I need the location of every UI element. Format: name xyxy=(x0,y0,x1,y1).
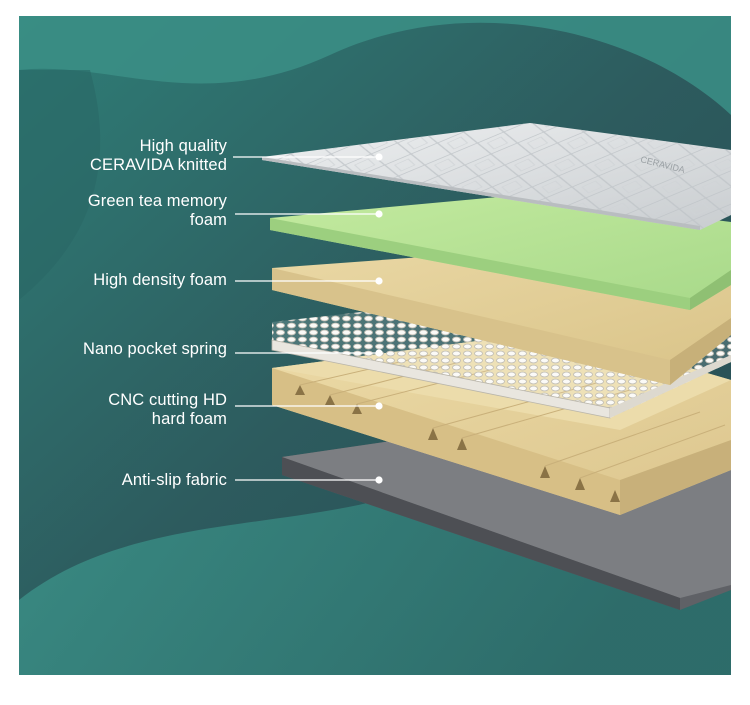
leader-dot-knit xyxy=(375,153,383,161)
green-tea-foam-layer xyxy=(270,195,731,310)
label-cnc-foam: CNC cutting HD hard foam xyxy=(108,391,227,428)
leader-dot-hd xyxy=(375,277,383,285)
leader-dot-fabric xyxy=(375,476,383,484)
leader-dot-green xyxy=(375,210,383,218)
label-pocket-spring: Nano pocket spring xyxy=(83,340,227,358)
label-anti-slip-fabric: Anti-slip fabric xyxy=(121,471,227,489)
label-knitted-cover: High quality CERAVIDA knitted xyxy=(89,137,227,174)
leader-lines xyxy=(233,153,383,484)
leader-dot-cnc xyxy=(375,402,383,410)
background-swoosh xyxy=(19,16,731,115)
label-high-density-foam: High density foam xyxy=(93,271,227,289)
background-swoosh-left xyxy=(19,70,101,300)
leader-dot-spring xyxy=(375,349,383,357)
knitted-cover-layer: CERAVIDA xyxy=(262,123,731,230)
label-green-tea-foam: Green tea memory foam xyxy=(87,192,227,229)
